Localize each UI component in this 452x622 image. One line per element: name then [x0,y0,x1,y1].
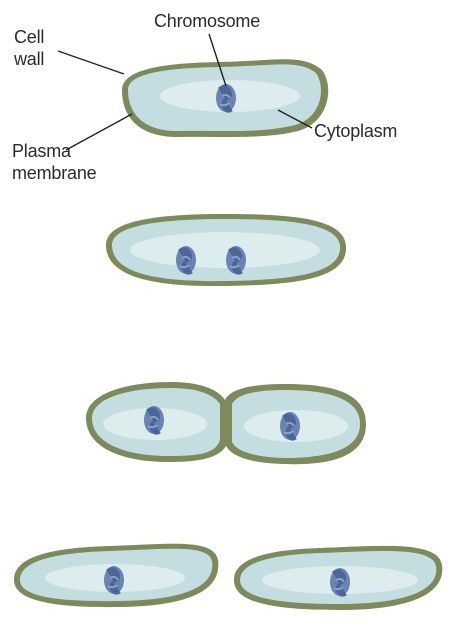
stage-4-right-cell [234,546,442,610]
chromosome [216,84,236,112]
stage-1-cell [122,59,328,137]
chromosome [330,568,350,596]
chromosome [144,406,164,434]
stage-2-cell [106,214,346,286]
chromosome [280,412,300,440]
cytoplasm-label: Cytoplasm [314,120,397,142]
chromosome [104,566,124,594]
plasma-membrane-label-line1: Plasma [12,140,71,162]
plasma-membrane-leader-line [66,114,132,150]
chromosome [176,246,196,274]
chromosome [226,246,246,274]
cell-wall-label-line2: wall [14,48,44,70]
plasma-membrane-label-line2: membrane [12,162,96,184]
stage-3-cell [86,382,366,464]
cell-wall-leader-line [58,51,124,74]
stage-4-left-cell [14,544,218,607]
cell-wall-label-line1: Cell [14,26,44,48]
chromosome-label: Chromosome [154,10,260,32]
